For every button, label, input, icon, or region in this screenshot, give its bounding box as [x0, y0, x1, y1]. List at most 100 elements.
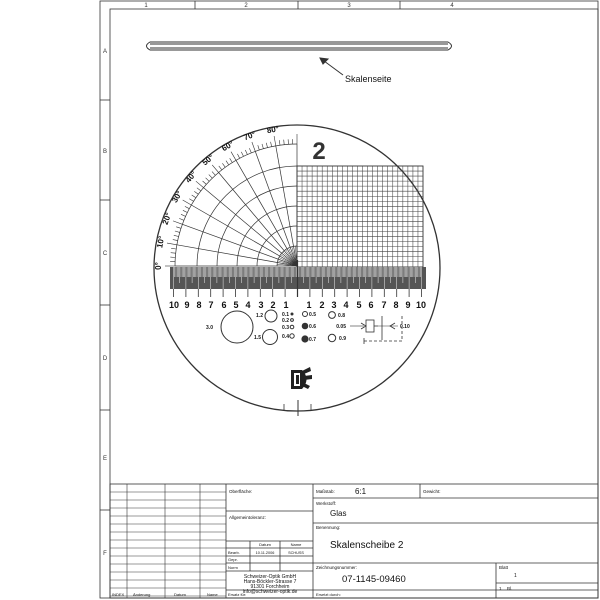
protractor-inner-ray — [277, 260, 298, 267]
frame-col-label-2: 2 — [244, 3, 248, 9]
protractor-tick — [211, 164, 219, 173]
protractor-tick — [249, 148, 252, 154]
frame-row-label-E: E — [103, 456, 107, 462]
scale-label-right-9: 9 — [405, 300, 410, 310]
scale-label-left-6: 6 — [221, 300, 226, 310]
protractor-inner-ray — [278, 257, 298, 267]
circle-0-5 — [302, 311, 308, 317]
protractor-tick — [241, 151, 244, 157]
scale-label-right-7: 7 — [381, 300, 386, 310]
name-header: Name — [291, 542, 302, 547]
circle-label-1-5: 1.5 — [254, 335, 261, 341]
scale-label-left-3: 3 — [258, 300, 263, 310]
reticle-disc — [153, 124, 441, 412]
protractor-tick — [261, 143, 264, 149]
protractor-arc — [216, 185, 298, 267]
protractor-tick — [179, 218, 185, 221]
bearb-date: 10.11.2006 — [256, 551, 275, 555]
massstab-value: 6:1 — [355, 487, 367, 496]
datum-label: Datum — [174, 592, 186, 597]
circle-0-1 — [290, 312, 294, 316]
protractor-ray — [191, 204, 298, 267]
werkstoff-label: Werkstoff: — [316, 501, 336, 506]
side-callout-label: Skalenseite — [345, 74, 392, 84]
square-grid — [296, 165, 424, 268]
protractor-tick — [205, 177, 210, 182]
circle-0-8 — [328, 311, 336, 319]
protractor-tick — [279, 140, 281, 146]
protractor-inner-ray — [277, 264, 298, 267]
circle-label-0-7: 0.7 — [309, 337, 316, 343]
protractor-tick — [172, 239, 178, 241]
scale-label-left-4: 4 — [245, 300, 250, 310]
scale-label-right-2: 2 — [319, 300, 324, 310]
protractor-tick — [270, 141, 272, 147]
protractor-ray — [182, 223, 298, 267]
protractor-arc — [236, 205, 298, 267]
revision-table — [110, 484, 226, 598]
circle-label-0-2: 0.2 — [282, 318, 289, 324]
company-line-1: Schweizer-Optik GmbH — [244, 574, 297, 580]
frame-row-label-F: F — [103, 551, 107, 557]
protractor-tick — [229, 158, 233, 163]
circle-labels: 3.0 1.2 1.5 0.1 0.2 0.3 0.4 0.5 0.6 0.7 … — [206, 312, 346, 343]
circle-label-0-8: 0.8 — [338, 313, 345, 319]
scale-label-right-10: 10 — [416, 300, 426, 310]
scale-label-right-6: 6 — [368, 300, 373, 310]
name-label: Name — [207, 592, 218, 597]
siemens-star — [291, 367, 312, 389]
protractor-tick — [194, 191, 199, 195]
frame-col-label-1: 1 — [144, 3, 148, 9]
frame-col-label-4: 4 — [450, 3, 454, 9]
protractor-inner-ray — [282, 251, 298, 267]
circle-label-1-2: 1.2 — [256, 313, 263, 319]
scale-label-right-1: 1 — [306, 300, 311, 310]
protractor-tick — [245, 149, 248, 155]
circle-label-3-0: 3.0 — [206, 325, 213, 331]
circle-gauges — [220, 309, 337, 345]
protractor-tick — [208, 174, 213, 179]
frame-col-label-3: 3 — [347, 3, 351, 9]
protractor-tick — [266, 142, 268, 148]
frame-row-label-B: B — [103, 149, 107, 155]
protractor-tick — [172, 220, 183, 225]
circle-3-0 — [220, 310, 254, 344]
protractor-tick — [174, 230, 180, 233]
circle-label-0-9: 0.9 — [339, 336, 346, 342]
protractor-tick — [218, 165, 223, 171]
protractor-tick — [225, 160, 230, 166]
allgemeintoleranz-label: Allgemeintoleranz: — [229, 515, 266, 520]
protractor-tick — [182, 210, 188, 213]
protractor-tick — [251, 141, 256, 152]
bearb-label: Bearb. — [228, 550, 240, 555]
protractor-tick — [184, 206, 190, 209]
angle-label-0: 0° — [154, 262, 163, 270]
circle-1-2 — [264, 309, 278, 323]
index-label: INDEX — [112, 592, 125, 597]
protractor-inner-ray — [280, 254, 298, 267]
protractor-ray — [275, 145, 298, 267]
scale-label-right-3: 3 — [331, 300, 336, 310]
company-line-3: 91301 Forchheim — [251, 584, 290, 590]
line-width-marks — [350, 316, 398, 340]
circle-0-7 — [301, 335, 309, 343]
scale-label-right-8: 8 — [393, 300, 398, 310]
glass-side-view — [146, 41, 452, 51]
protractor-tick — [176, 226, 182, 229]
protractor-ray — [218, 172, 298, 267]
circle-0-3 — [289, 324, 295, 330]
scale-ticks — [173, 260, 422, 297]
circle-label-0-6: 0.6 — [309, 324, 316, 330]
line-label-0-10: 0.10 — [400, 324, 410, 330]
zeichnungsnummer-label: Zeichnungsnummer: — [316, 565, 357, 570]
company-line-2: Hans-Böckler-Strasse 7 — [244, 579, 297, 585]
line-label-0-05: 0.05 — [336, 324, 346, 330]
protractor-tick — [170, 252, 176, 254]
circle-label-0-5: 0.5 — [309, 312, 316, 318]
protractor-tick — [173, 235, 179, 237]
angle-label-70: 70° — [242, 130, 256, 143]
dashed-target — [363, 316, 403, 344]
scale-label-left-10: 10 — [169, 300, 179, 310]
protractor-tick — [191, 194, 197, 199]
line-width-labels: 0.05 0.10 — [336, 324, 410, 330]
